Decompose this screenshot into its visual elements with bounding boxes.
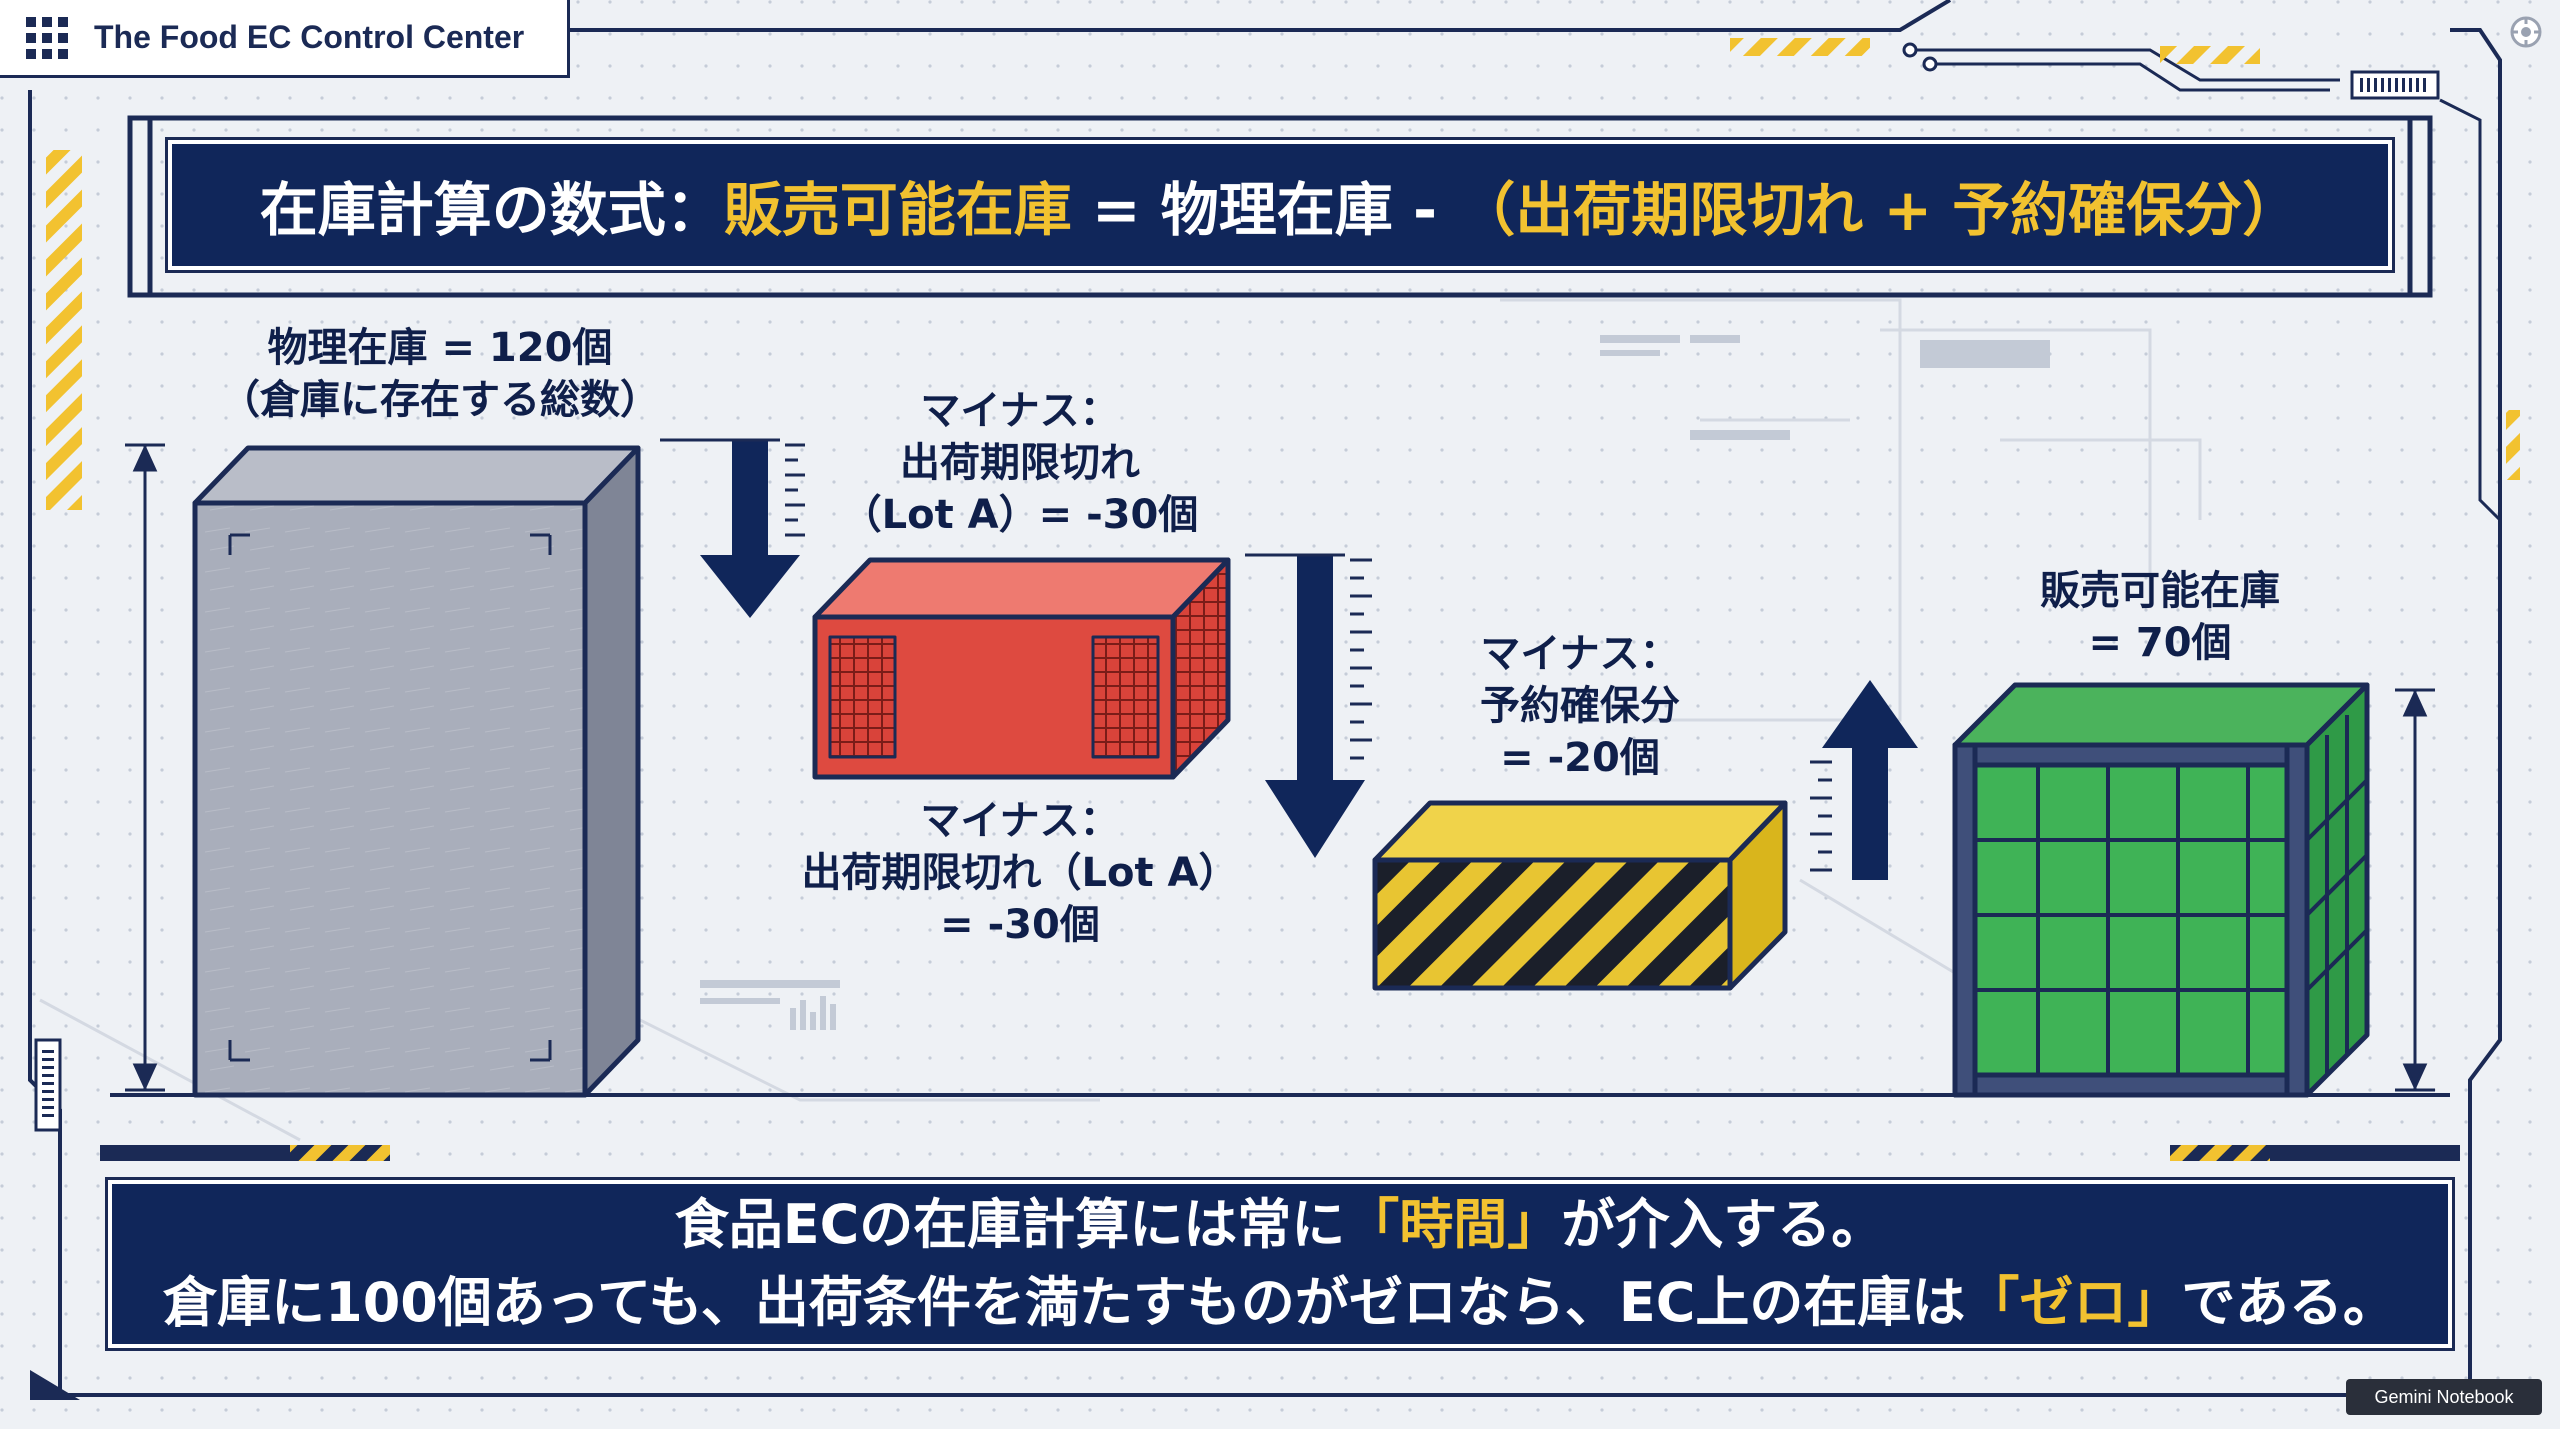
footer-line-1-highlight: 「時間」 <box>1345 1192 1562 1256</box>
footer-line-1-start: 食品ECの在庫計算には常に <box>674 1192 1346 1256</box>
footer-line-2: 倉庫に100個あっても、出荷条件を満たすものがゼロなら、EC上の在庫は「ゼロ」で… <box>163 1264 2397 1342</box>
footer-line-2-end: である。 <box>2181 1271 2397 1334</box>
sellable-value: = 70個 <box>2088 620 2232 666</box>
formula-middle: = 物理在庫 - <box>1071 176 1458 244</box>
formula-sellable: 販売可能在庫 <box>723 176 1072 244</box>
formula-paren-open: （ <box>1457 176 1516 244</box>
app-title: The Food EC Control Center <box>94 19 525 55</box>
formula-paren-close: ） <box>2242 176 2301 244</box>
conclusion-footer: 食品ECの在庫計算には常に「時間」が介入する。 倉庫に100個あっても、出荷条件… <box>105 1177 2455 1351</box>
app-title-tab[interactable]: The Food EC Control Center <box>0 0 570 78</box>
expired-top-minus: マイナス： <box>920 388 1120 434</box>
formula-paren-content: 出荷期限切れ + 予約確保分 <box>1515 176 2243 244</box>
formula-prefix: 在庫計算の数式： <box>259 176 724 244</box>
expired-bottom-value: = -30個 <box>940 902 1100 948</box>
reserved-minus: マイナス： <box>1480 631 1680 677</box>
grid-menu-icon[interactable] <box>26 16 68 59</box>
footer-line-1-end: が介入する。 <box>1561 1192 1886 1256</box>
settings-icon[interactable] <box>2508 14 2544 50</box>
reserved-value: = -20個 <box>1500 735 1660 781</box>
footer-line-1: 食品ECの在庫計算には常に「時間」が介入する。 <box>675 1186 1886 1264</box>
physical-stock-label: 物理在庫 = 120個 （倉庫に存在する総数） <box>220 322 660 426</box>
expired-top-value: （Lot A）= -30個 <box>841 492 1199 538</box>
reserved-label: マイナス： 予約確保分 = -20個 <box>1410 628 1750 784</box>
formula-banner: 在庫計算の数式： 販売可能在庫 = 物理在庫 - （ 出荷期限切れ + 予約確保… <box>165 137 2395 273</box>
expired-bottom-label: マイナス： 出荷期限切れ（Lot A） = -30個 <box>790 795 1250 951</box>
footer-line-2-highlight: 「ゼロ」 <box>1965 1271 2182 1334</box>
expired-bottom-minus: マイナス： <box>920 798 1120 844</box>
expired-top-name: 出荷期限切れ <box>900 440 1140 486</box>
reserved-name: 予約確保分 <box>1480 683 1680 729</box>
expired-top-label: マイナス： 出荷期限切れ （Lot A）= -30個 <box>810 385 1230 541</box>
gemini-notebook-watermark: Gemini Notebook <box>2346 1379 2542 1415</box>
physical-stock-note: （倉庫に存在する総数） <box>220 377 660 423</box>
sellable-label: 販売可能在庫 = 70個 <box>1990 565 2330 669</box>
expired-bottom-name: 出荷期限切れ（Lot A） <box>801 850 1239 896</box>
sellable-name: 販売可能在庫 <box>2040 568 2280 614</box>
footer-line-2-start: 倉庫に100個あっても、出荷条件を満たすものがゼロなら、EC上の在庫は <box>163 1271 1966 1334</box>
physical-stock-value: 物理在庫 = 120個 <box>267 325 613 371</box>
